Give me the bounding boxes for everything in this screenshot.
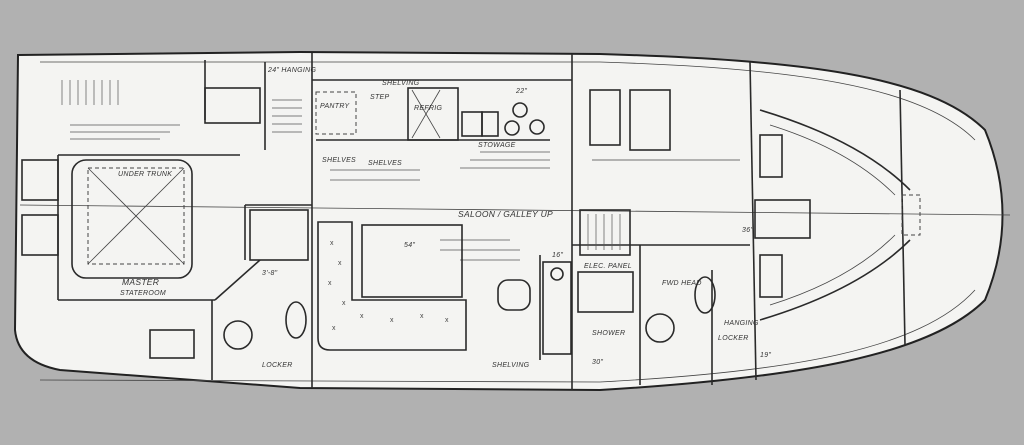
svg-text:x: x [445, 317, 449, 324]
label-saloon: SALOON / GALLEY UP [458, 209, 553, 219]
label-shelving-top: SHELVING [382, 80, 420, 87]
label-hanging-24: 24" HANGING [267, 67, 316, 74]
shower-stall [577, 271, 634, 313]
label-refrig: REFRIG [414, 105, 442, 112]
shelves-unit [579, 209, 631, 256]
svg-text:x: x [390, 317, 394, 324]
label-stowage: STOWAGE [478, 142, 516, 149]
label-hanging-fwd: HANGING [724, 320, 759, 327]
label-under-trunk: UNDER TRUNK [118, 171, 172, 178]
label-master: MASTER [122, 277, 159, 287]
gunwale-line [40, 61, 976, 141]
label-dim-54: 54" [404, 242, 415, 249]
cushion-tufts: x x x x x x x x x [328, 240, 449, 332]
label-shower: SHOWER [592, 330, 625, 337]
svg-text:x: x [328, 280, 332, 287]
plan-labels: 24" HANGING SHELVING STEP PANTRY REFRIG … [118, 67, 771, 369]
label-dim-36: 36" [742, 227, 753, 234]
svg-text:x: x [330, 240, 334, 247]
svg-text:x: x [342, 300, 346, 307]
fwd-sink [694, 276, 716, 314]
label-elec-panel: ELEC. PANEL [584, 263, 632, 270]
label-pantry: PANTRY [320, 103, 350, 110]
label-dim-19: 19" [760, 352, 771, 359]
label-locker-fwd: LOCKER [718, 335, 749, 342]
centerline [19, 204, 1011, 216]
v-berth [754, 109, 921, 321]
aft-cabinet [204, 87, 261, 124]
label-locker: LOCKER [262, 362, 293, 369]
label-shelves-2: SHELVES [368, 160, 402, 167]
saloon-settee [317, 221, 467, 351]
pantry [315, 91, 357, 135]
saloon-table [361, 224, 463, 298]
svg-text:x: x [420, 313, 424, 320]
helm-seat [497, 279, 531, 311]
aft-head-counter [249, 209, 309, 261]
label-dim-16: 16" [552, 252, 563, 259]
label-dim-38: 3'-8" [262, 270, 278, 277]
stove-burners [504, 102, 545, 136]
label-shelves: SHELVES [322, 157, 356, 164]
hull-outline [13, 50, 1004, 392]
label-dim-22: 22" [515, 88, 527, 95]
aft-toilet [223, 320, 253, 350]
label-fwd-head: FWD HEAD [662, 280, 702, 287]
vanity-seat [149, 329, 195, 359]
aft-sink [285, 301, 307, 339]
svg-text:x: x [332, 325, 336, 332]
svg-text:x: x [338, 260, 342, 267]
sink-right [481, 111, 499, 137]
svg-text:x: x [360, 313, 364, 320]
fwd-toilet [645, 313, 675, 343]
label-step: STEP [370, 94, 390, 101]
aft-locker-hatching [61, 80, 302, 140]
label-stateroom: STATEROOM [120, 290, 166, 297]
helm-console [542, 261, 572, 355]
master-berth [71, 159, 193, 279]
label-dim-30: 30" [592, 359, 603, 366]
label-shelving-bottom: SHELVING [492, 362, 530, 369]
